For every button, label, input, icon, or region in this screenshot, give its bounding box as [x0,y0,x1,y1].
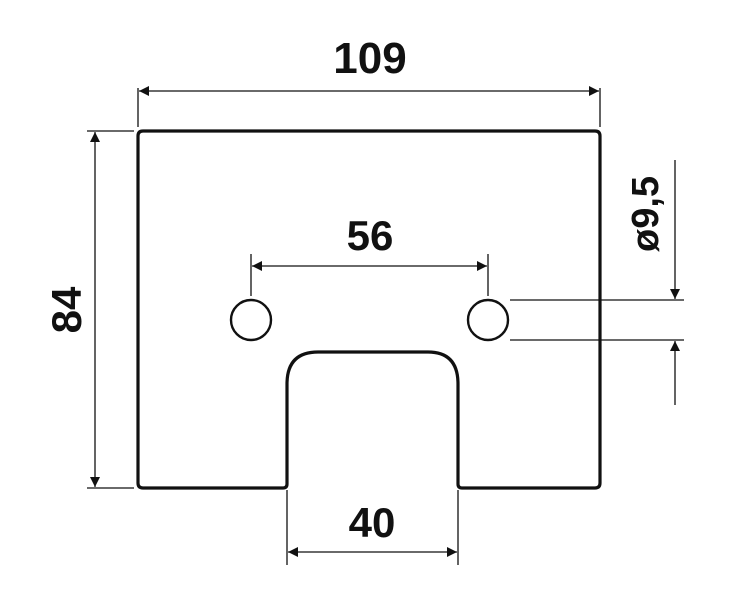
dimension-overall-height [87,130,134,489]
hole-left [229,298,273,342]
dimension-hole-diameter [510,160,684,405]
dimension-overall-width [137,86,601,127]
dimension-slot-width [286,490,459,565]
plate-outline [136,129,602,490]
dimension-label-overall-height: 84 [43,286,90,333]
dimension-hole-spacing [250,254,489,296]
dimension-label-hole-spacing: 56 [347,212,394,259]
hole-right [466,298,510,342]
dimension-label-hole-diameter: ø9,5 [625,176,667,252]
dimension-label-overall-width: 109 [333,34,406,83]
dimension-label-slot-width: 40 [349,499,396,546]
